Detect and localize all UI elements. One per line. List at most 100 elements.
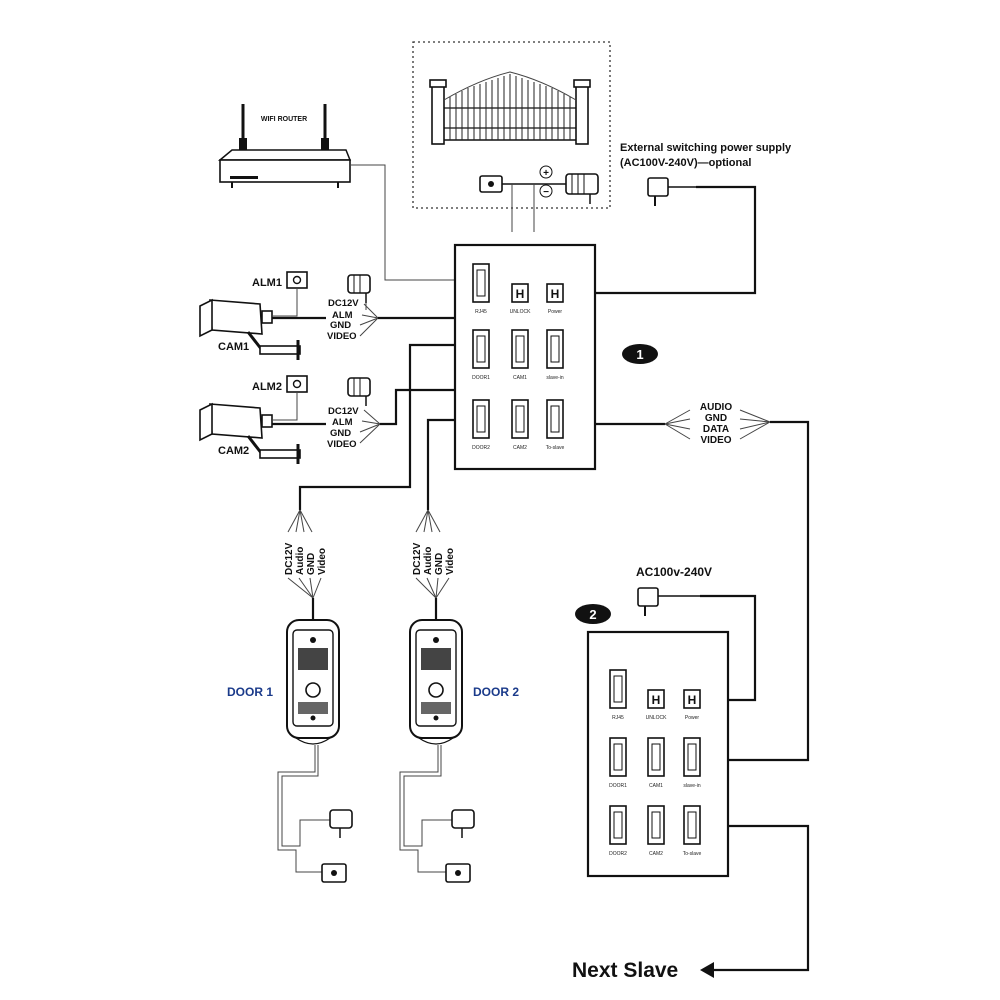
alm1-label: ALM1 (252, 277, 282, 289)
cctv-camera-icon (199, 402, 301, 464)
ac-label: AC100v-240V (636, 565, 712, 579)
port-label: CAM1 (649, 783, 663, 789)
port-label: UNLOCK (510, 309, 532, 315)
door2-wire-video: Video (445, 548, 456, 575)
port-label: RJ45 (475, 309, 487, 315)
door-adapter-plug-icon (451, 809, 475, 838)
cam2-group: ALM2 CAM2 DC12V ALM GND VIDEO (199, 375, 455, 464)
svg-text:H: H (516, 287, 525, 301)
arrow-left-icon (700, 962, 714, 978)
cam2-wire-video: VIDEO (327, 439, 357, 450)
wifi-router: WIFI ROUTER (217, 104, 352, 188)
port-label: CAM2 (649, 851, 663, 857)
door-lock-icon (321, 863, 347, 883)
monitor1-badge: 1 (622, 344, 658, 364)
door1-group: DC12V Audio GND Video DOOR 1 (227, 343, 455, 883)
port-label: RJ45 (612, 715, 624, 721)
port-label: slave-in (683, 783, 700, 789)
bus-wire-gnd: GND (705, 413, 727, 424)
gate-lock-group: + − (412, 41, 611, 232)
alarm-sensor-icon (286, 271, 308, 289)
port-rj45 (609, 669, 627, 709)
door2-label: DOOR 2 (473, 685, 519, 699)
power-supply-label-line2: (AC100V-240V)—optional (620, 157, 751, 169)
svg-text:H: H (652, 693, 661, 707)
svg-text:H: H (551, 287, 560, 301)
bus-wire-audio: AUDIO (700, 402, 732, 413)
port-label: UNLOCK (646, 715, 668, 721)
port-door1 (472, 329, 490, 369)
door1-label: DOOR 1 (227, 685, 273, 699)
badge-number: 2 (589, 607, 596, 622)
power-adapter-plug-icon (637, 587, 700, 616)
lock-power-plug-icon (565, 173, 599, 204)
cam2-wire-alm: ALM (332, 417, 353, 428)
port-slave-in (683, 737, 701, 777)
port-label: DOOR1 (472, 375, 490, 381)
next-slave-label: Next Slave (572, 959, 678, 982)
badge-number: 1 (636, 347, 643, 362)
door2-wire-audio: Audio (423, 547, 434, 575)
port-label: DOOR2 (472, 445, 490, 451)
door-station-icon (409, 619, 463, 745)
port-power: H (683, 689, 701, 709)
bus-wiring: AUDIO GND DATA VIDEO (595, 402, 810, 762)
cam1-group: ALM1 CAM1 DC12V ALM GND VIDEO (199, 271, 455, 360)
port-door2 (609, 805, 627, 845)
door1-wire-gnd: GND (306, 553, 317, 575)
port-door2 (472, 399, 490, 439)
electric-lock-icon (479, 175, 503, 193)
power-adapter-plug-icon (647, 177, 696, 206)
door1-wire-audio: Audio (295, 547, 306, 575)
port-power: H (546, 283, 564, 303)
door-adapter-plug-icon (329, 809, 353, 838)
door2-wire-dc12v: DC12V (412, 542, 423, 575)
cam2-wire-dc12v: DC12V (328, 406, 359, 417)
minus-sign: − (543, 187, 549, 198)
port-label: DOOR1 (609, 783, 627, 789)
bus-wire-data: DATA (703, 424, 729, 435)
cam1-wire-video: VIDEO (327, 331, 357, 342)
next-slave-link: Next Slave (572, 824, 810, 982)
port-label: CAM1 (513, 375, 527, 381)
port-door1 (609, 737, 627, 777)
door-lock-icon (445, 863, 471, 883)
dc-adapter-icon (347, 274, 371, 303)
power-supply-label-line1: External switching power supply (620, 142, 792, 154)
bus-wire-video: VIDEO (700, 435, 731, 446)
cam1-wire-gnd: GND (330, 320, 351, 331)
port-slave-in (546, 329, 564, 369)
door2-group: DC12V Audio GND Video DOOR 2 (399, 418, 519, 883)
alm2-label: ALM2 (252, 381, 282, 393)
door-station-icon (286, 619, 340, 745)
door2-wire-gnd: GND (434, 553, 445, 575)
port-to-slave (683, 805, 701, 845)
port-label: CAM2 (513, 445, 527, 451)
port-label: To-slave (683, 851, 702, 857)
router-icon (217, 104, 352, 188)
port-rj45 (472, 263, 490, 303)
port-cam2 (511, 399, 529, 439)
monitor2-badge: 2 (575, 604, 611, 624)
monitor-1: RJ45 H UNLOCK H Power DOOR1 CAM1 slave-i… (453, 243, 597, 471)
port-label: Power (548, 309, 563, 315)
monitor-2: RJ45 H UNLOCK H Power DOOR1 CAM1 slave-i… (586, 630, 730, 878)
port-label: DOOR2 (609, 851, 627, 857)
port-unlock: H (647, 689, 665, 709)
gate-icon (429, 71, 591, 145)
port-unlock: H (511, 283, 529, 303)
cam1-wire-dc12v: DC12V (328, 298, 359, 309)
alarm-sensor-icon (286, 375, 308, 393)
cam1-label: CAM1 (218, 341, 249, 353)
port-cam2 (647, 805, 665, 845)
port-label: slave-in (546, 375, 563, 381)
cam2-wire-gnd: GND (330, 428, 351, 439)
plus-sign: + (543, 168, 549, 179)
port-cam1 (647, 737, 665, 777)
door1-wire-dc12v: DC12V (284, 542, 295, 575)
cctv-camera-icon (199, 298, 301, 360)
port-cam1 (511, 329, 529, 369)
router-label: WIFI ROUTER (261, 116, 307, 123)
port-label: To-slave (546, 445, 565, 451)
